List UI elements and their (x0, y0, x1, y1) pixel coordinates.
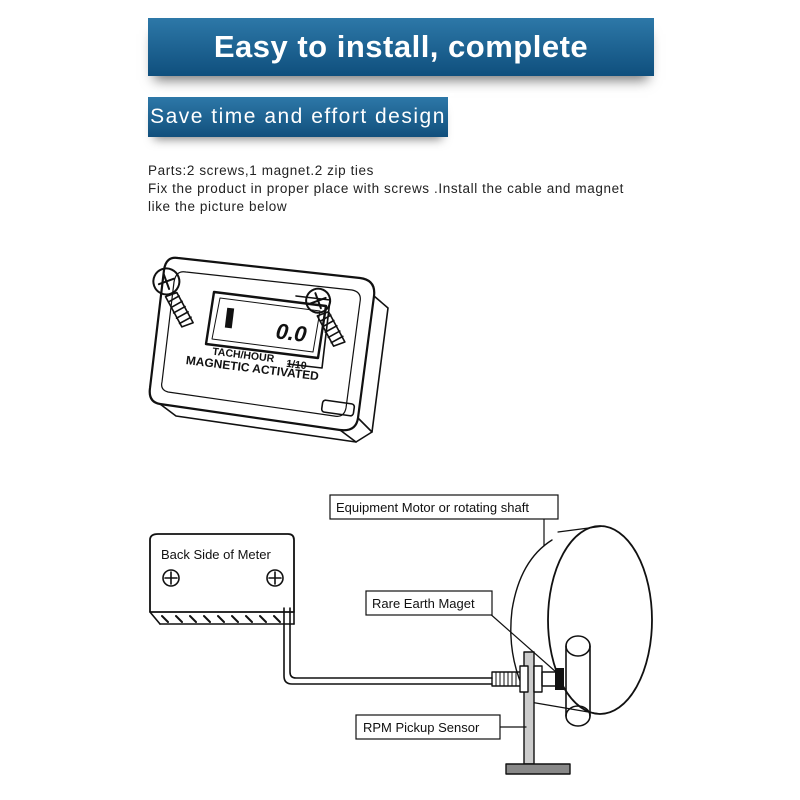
install-description: Fix the product in proper place with scr… (148, 181, 625, 196)
meter-display-value: 0.0 (275, 318, 309, 347)
parts-description: Parts:2 screws,1 magnet.2 zip ties (148, 163, 374, 178)
meter-back-side (149, 533, 295, 625)
install-description-cont: like the picture below (148, 199, 288, 214)
magnet-label-box: Rare Earth Maget (365, 590, 493, 616)
mounting-bracket (505, 651, 571, 775)
screw-icon (152, 267, 194, 328)
sub-title: Save time and effort design (150, 105, 446, 128)
magnet-label: Rare Earth Maget (372, 596, 475, 611)
meter-fraction-label: 1/10 (285, 358, 307, 372)
main-banner: Easy to install, complete accessories (148, 18, 654, 122)
motor-label-box: Equipment Motor or rotating shaft (329, 494, 559, 520)
screw-icon (305, 287, 346, 347)
magnet-icon (555, 668, 564, 690)
back-side-label: Back Side of Meter (161, 547, 271, 562)
meter-illustration (148, 256, 389, 443)
sensor-icon (491, 665, 557, 693)
sub-banner: Save time and effort design (148, 97, 448, 137)
sensor-label-box: RPM Pickup Sensor (355, 714, 501, 740)
sensor-cable (283, 607, 493, 685)
motor-label: Equipment Motor or rotating shaft (336, 500, 529, 515)
main-title: Easy to install, complete accessories (213, 29, 589, 122)
sensor-label: RPM Pickup Sensor (363, 720, 480, 735)
equipment-motor (510, 525, 653, 727)
